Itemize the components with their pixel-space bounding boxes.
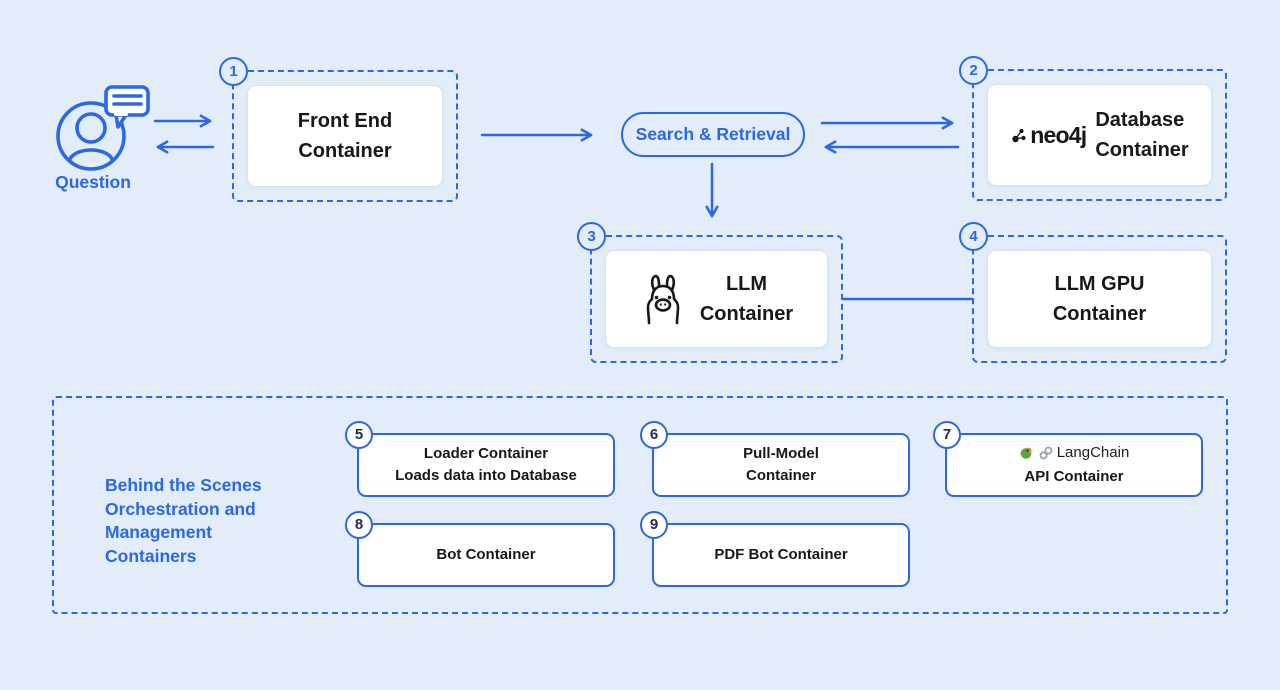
loader-container-box: 5 Loader Container Loads data into Datab… xyxy=(345,421,615,497)
api-label: API Container xyxy=(1024,468,1124,485)
llm-gpu-container-box: 4 LLM GPU Container xyxy=(959,222,1227,363)
badge-5: 5 xyxy=(345,421,373,449)
neo4j-logo: neo4j xyxy=(1010,121,1087,149)
pull-model-container-box: 6 Pull-Model Container xyxy=(640,421,910,497)
front-end-card: Front End Container xyxy=(247,85,443,187)
llm-container-box: 3 LLM Container xyxy=(577,222,843,363)
database-container-box: 2 neo4j Database Container xyxy=(959,56,1227,201)
pull-model-label: Pull-Model Container xyxy=(743,444,819,485)
bot-container-box: 8 Bot Container xyxy=(345,511,615,587)
ollama-llama-icon xyxy=(646,274,680,325)
pdf-bot-label: PDF Bot Container xyxy=(714,545,848,563)
llm-gpu-label: LLM GPU Container xyxy=(1052,273,1147,325)
api-container-box: 7 LangChain API Container xyxy=(933,421,1203,497)
pdf-bot-container-box: 9 PDF Bot Container xyxy=(640,511,910,587)
langchain-logo: LangChain xyxy=(1019,442,1130,465)
badge-8: 8 xyxy=(345,511,373,539)
langchain-parrot-icon xyxy=(1020,447,1033,460)
llm-label: LLM Container xyxy=(699,273,794,325)
langchain-wordmark: LangChain xyxy=(1056,443,1130,461)
badge-1: 1 xyxy=(219,57,248,86)
badge-4: 4 xyxy=(959,222,988,251)
search-retrieval-pill: Search & Retrieval xyxy=(621,112,805,157)
orchestration-group-box xyxy=(52,396,1228,614)
neo4j-graph-icon xyxy=(1012,128,1026,142)
badge-3: 3 xyxy=(577,222,606,251)
bot-label: Bot Container xyxy=(436,545,536,563)
loader-label: Loader Container Loads data into Databas… xyxy=(395,444,577,485)
badge-7: 7 xyxy=(933,421,961,449)
llm-gpu-card: LLM GPU Container xyxy=(987,250,1212,348)
database-label: Database Container xyxy=(1095,109,1189,161)
badge-2: 2 xyxy=(959,56,988,85)
chain-link-icon xyxy=(1039,446,1053,460)
neo4j-wordmark: neo4j xyxy=(1030,121,1087,148)
api-card-content: LangChain API Container xyxy=(1019,442,1130,489)
question-label: Question xyxy=(55,172,131,192)
front-end-container-box: 1 Front End Container xyxy=(219,57,458,202)
front-end-label: Front End Container xyxy=(297,110,393,162)
person-question-icon xyxy=(56,85,150,171)
llm-card: LLM Container xyxy=(605,250,828,348)
database-card: neo4j Database Container xyxy=(987,84,1212,186)
badge-9: 9 xyxy=(640,511,668,539)
badge-6: 6 xyxy=(640,421,668,449)
orchestration-group-label: Behind the Scenes Orchestration and Mana… xyxy=(105,475,262,566)
